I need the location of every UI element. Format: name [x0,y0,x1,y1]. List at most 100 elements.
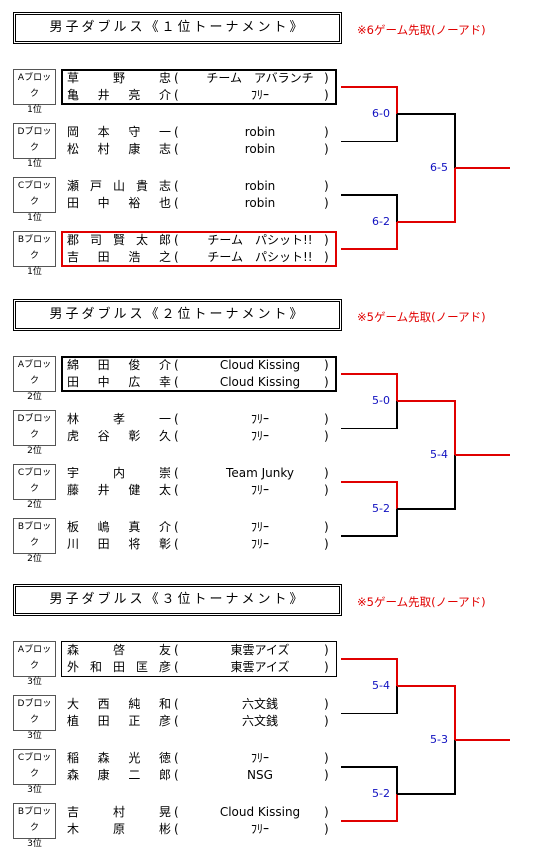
player-name: 森康二郎 [67,766,171,784]
player-team: robin [244,125,276,139]
player-team: 東雲アイズ [230,643,290,657]
name-char: 嶋 [97,520,110,534]
bracket-line [396,794,398,822]
bracket-line [341,194,397,196]
bracket-line [341,820,397,822]
paren-close: ) [324,358,329,372]
bracket-line [341,86,397,88]
bracket-line [396,401,398,429]
paren-close: ) [324,412,329,426]
player-name: 田中裕也 [67,194,171,212]
paren-open: ( [174,125,179,139]
player-team: 六文銭 [241,714,278,728]
name-char: 介 [158,358,171,372]
name-char: 内 [112,466,125,480]
name-char: 田 [97,250,110,264]
name-char: 本 [97,125,110,139]
score-final: 5-4 [430,448,448,461]
pair-entry: 林孝一(ﾌﾘｰ)虎谷彰久(ﾌﾘｰ) [61,410,337,446]
name-char: 植 [67,714,80,728]
bracket-line [396,481,398,509]
name-char: 和 [158,697,171,711]
name-char: 志 [158,142,171,156]
paren-close: ) [324,71,329,85]
bracket-line [396,686,398,714]
block-name: Aブロック [17,360,52,386]
player-team: Team Junky [226,466,294,480]
paren-open: ( [174,805,179,819]
player-team: チーム アバランチ [206,71,314,85]
name-char: 徳 [158,751,171,765]
name-char: 亀 [67,88,80,102]
pair-entry: 綿田俊介(Cloud Kissing)田中広幸(Cloud Kissing) [61,356,337,392]
paren-close: ) [324,822,329,836]
name-char: 賢 [112,233,125,247]
bracket-line [454,168,456,223]
name-char: 彦 [158,660,171,674]
name-char: 忠 [158,71,171,85]
name-char: 吉 [67,805,80,819]
name-char: 守 [128,125,141,139]
bracket-line [341,248,397,250]
block-name: Dブロック [17,127,52,153]
name-char: 木 [67,822,80,836]
bracket-line [396,658,398,686]
section-title: 男子ダブルス《２位トーナメント》 [13,299,342,331]
bracket-line [396,114,398,142]
name-char: 匡 [135,660,148,674]
name-char: 介 [158,520,171,534]
name-char: 森 [67,643,80,657]
bracket-line [397,508,455,510]
section-title: 男子ダブルス《１位トーナメント》 [13,12,342,44]
block-rank: 3位 [27,677,42,687]
name-char: 康 [97,768,110,782]
name-char: 郡 [67,233,80,247]
paren-close: ) [324,697,329,711]
player-team: チーム パシット!! [207,233,313,247]
bracket-line [341,713,397,714]
name-char: 山 [112,179,125,193]
name-char: 原 [112,822,125,836]
paren-open: ( [174,751,179,765]
name-char: 瀬 [67,179,80,193]
score-upper: 6-0 [372,107,390,120]
rule-note: ※6ゲーム先取(ノーアド) [357,23,486,37]
name-char: 晃 [158,805,171,819]
name-char: 二 [128,768,141,782]
bracket-line [396,86,398,114]
pair-entry: 宇内崇(Team Junky)藤井健太(ﾌﾘｰ) [61,464,337,500]
paren-open: ( [174,71,179,85]
player-name: 松村康志 [67,140,171,158]
player-name: 藤井健太 [67,481,171,499]
pair-entry: 大西純和(六文銭)植田正彦(六文銭) [61,695,337,731]
pair-entry: 郡司賢太郎(チーム パシット!!)吉田浩之(チーム パシット!!) [61,231,337,267]
champion-line [455,167,510,169]
block-name: Aブロック [17,73,52,99]
name-char: 正 [128,714,141,728]
bracket-line [341,481,397,483]
paren-close: ) [324,483,329,497]
player-name: 亀井亮介 [67,86,171,104]
player-name: 稲森光徳 [67,749,171,767]
champion-line [455,739,510,741]
name-char: 田 [97,714,110,728]
name-char: 林 [67,412,80,426]
bracket-line [454,113,456,168]
paren-open: ( [174,233,179,247]
name-char: 村 [112,805,125,819]
name-char: 彰 [128,429,141,443]
paren-open: ( [174,697,179,711]
score-lower: 5-2 [372,787,390,800]
name-char: 浩 [128,250,141,264]
name-char: 光 [128,751,141,765]
paren-close: ) [324,768,329,782]
bracket-line [397,793,455,795]
pair-entry: 吉村晃(Cloud Kissing)木原彬(ﾌﾘｰ) [61,803,337,839]
name-char: 西 [97,697,110,711]
name-char: 田 [97,537,110,551]
